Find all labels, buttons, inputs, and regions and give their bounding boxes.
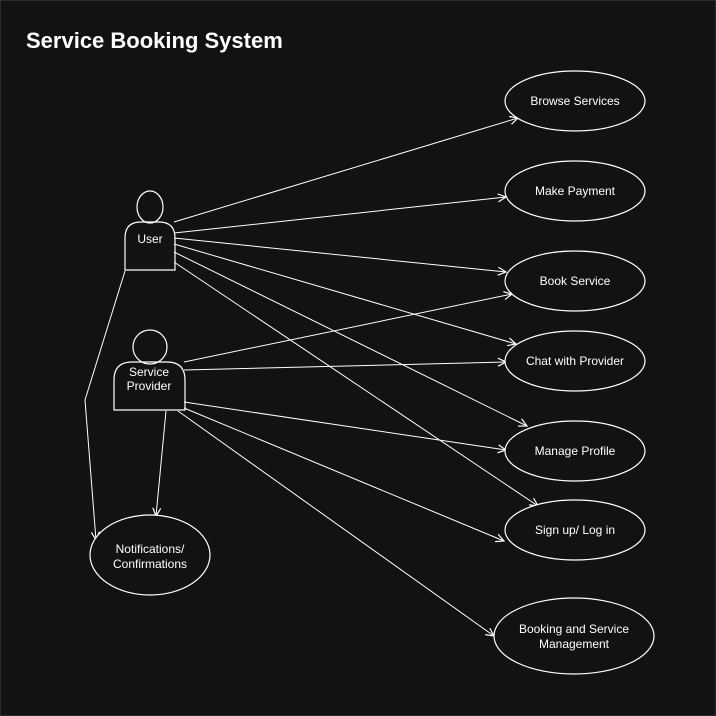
association-provider-mgmt — [177, 410, 494, 636]
association-provider-chat — [183, 362, 506, 371]
use-case-label: Chat with Provider — [526, 354, 624, 368]
diagram-title: Service Booking System — [26, 28, 283, 53]
use-case-label-line: Management — [539, 637, 610, 651]
association-user-browse — [173, 118, 518, 223]
use-case-shape — [504, 160, 646, 222]
actor-label-line: Service — [129, 365, 169, 379]
actor-body — [113, 361, 186, 411]
use-case-booking-and-service-management: Booking and Service Management — [493, 597, 655, 675]
use-case-shape — [493, 597, 655, 675]
use-case-label-line: Notifications/ — [116, 542, 185, 556]
actor-label-line: Provider — [127, 379, 172, 393]
actor-label: User — [137, 232, 162, 246]
association-user-payment — [173, 197, 506, 234]
use-case-make-payment: Make Payment — [504, 160, 646, 222]
association-provider-profile — [183, 401, 506, 450]
use-case-shape — [504, 250, 646, 312]
association-provider-book — [183, 294, 512, 363]
use-case-label: Book Service — [540, 274, 611, 288]
use-case-label-line: Booking and Service — [519, 622, 629, 636]
use-case-label: Browse Services — [530, 94, 619, 108]
association-user-signup — [173, 261, 538, 506]
use-case-label: Make Payment — [535, 184, 616, 198]
use-case-manage-profile: Manage Profile — [504, 420, 646, 482]
use-case-label: Sign up/ Log in — [535, 523, 615, 537]
actor-body — [124, 221, 176, 271]
actor-head — [136, 190, 164, 224]
use-case-chat-with-provider: Chat with Provider — [504, 330, 646, 392]
association-user-notif — [84, 270, 126, 540]
use-case-sign-up-log-in: Sign up/ Log in — [504, 499, 646, 561]
use-case-notifications-confirmations: Notifications/ Confirmations — [89, 514, 211, 596]
actor-user: User — [124, 190, 176, 271]
associations-layer — [84, 118, 538, 636]
association-provider-signup — [183, 407, 504, 541]
actor-service-provider: Service Provider — [113, 329, 186, 411]
use-case-browse-services: Browse Services — [504, 70, 646, 132]
use-case-label-line: Confirmations — [113, 557, 187, 571]
use-case-shape — [504, 70, 646, 132]
association-user-book — [173, 237, 506, 272]
use-case-shape — [89, 514, 211, 596]
use-case-shape — [504, 499, 646, 561]
association-provider-notif — [156, 410, 167, 516]
association-user-chat — [173, 243, 516, 344]
use-case-shape — [504, 420, 646, 482]
use-case-label: Manage Profile — [535, 444, 616, 458]
use-case-shape — [504, 330, 646, 392]
use-case-book-service: Book Service — [504, 250, 646, 312]
association-user-profile — [173, 251, 527, 426]
actor-head — [132, 329, 168, 365]
